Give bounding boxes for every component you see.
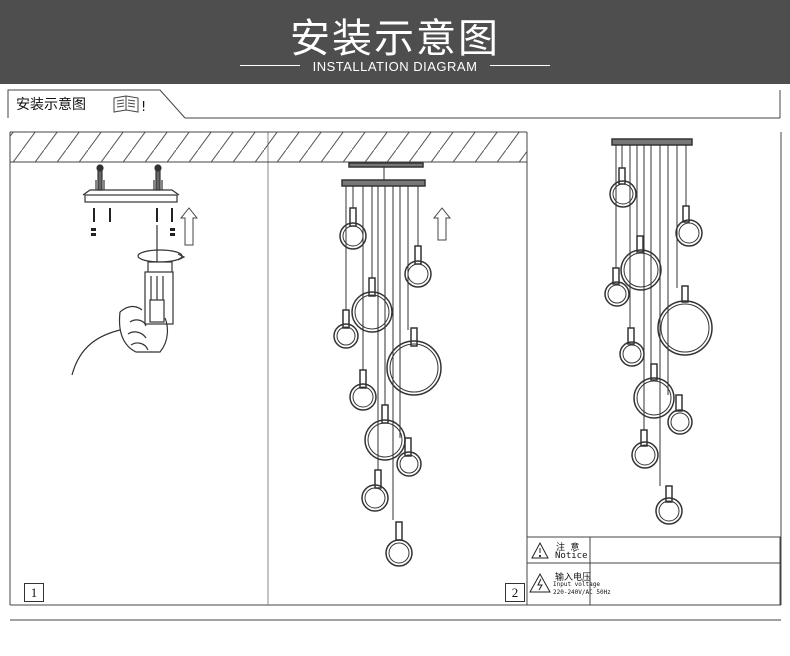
notice-box bbox=[526, 536, 781, 606]
exclamation-mark: ! bbox=[141, 100, 146, 115]
banner-title: 安装示意图 bbox=[290, 16, 500, 62]
step-1-number: 1 bbox=[24, 583, 44, 602]
banner-subtitle: INSTALLATION DIAGRAM bbox=[312, 59, 478, 74]
ceiling-hatch bbox=[10, 131, 527, 163]
section-label: 安装示意图 bbox=[16, 97, 86, 113]
voltage-value: 220-240V/AC 50Hz bbox=[553, 589, 611, 596]
notice-cn: 注 意 bbox=[556, 543, 580, 553]
screws bbox=[91, 208, 175, 236]
mounting-plate bbox=[82, 164, 180, 203]
drill-icon bbox=[71, 225, 186, 376]
pendant-lamp-step2 bbox=[333, 162, 442, 567]
section-tab bbox=[7, 89, 781, 119]
notice-en: Notice bbox=[555, 551, 588, 561]
pendant-lamp-final bbox=[604, 138, 713, 525]
step-2-number: 2 bbox=[505, 583, 525, 602]
electric-warning-icon bbox=[529, 572, 551, 593]
title-rule-right bbox=[490, 65, 550, 66]
voltage-en: Input voltage bbox=[553, 581, 600, 588]
arrow-up-icon bbox=[179, 207, 199, 246]
header-banner: 安装示意图 INSTALLATION DIAGRAM bbox=[0, 0, 790, 84]
book-icon bbox=[113, 95, 139, 113]
warning-icon bbox=[531, 541, 549, 559]
arrow-up-icon bbox=[432, 207, 452, 241]
title-rule-left bbox=[240, 65, 300, 66]
voltage-cn: 输入电压 bbox=[555, 573, 592, 583]
